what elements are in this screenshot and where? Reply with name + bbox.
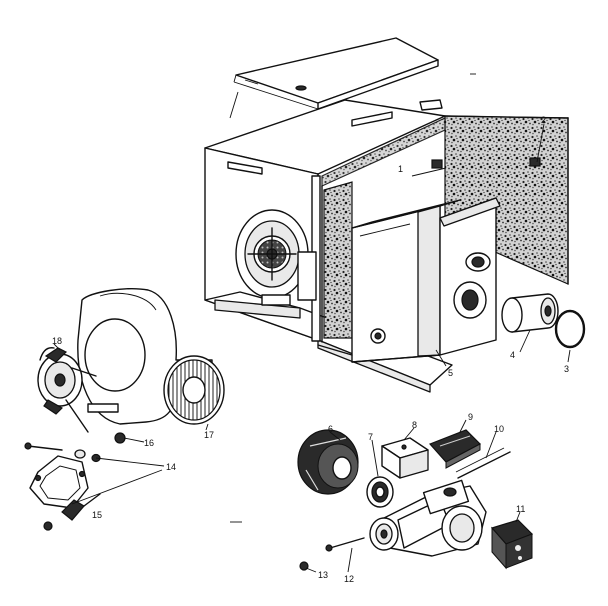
callout-2: 2 <box>541 115 546 125</box>
callout-leaders <box>53 91 571 573</box>
callout-4: 4 <box>510 350 515 360</box>
callout-9: 9 <box>468 412 473 422</box>
callout-11: 11 <box>516 504 525 514</box>
cabinet-top-panel <box>233 37 439 110</box>
motor-mount-kit <box>24 432 126 531</box>
callout-7: 7 <box>368 432 373 442</box>
callout-5: 5 <box>448 368 453 378</box>
callout-8: 8 <box>412 420 417 430</box>
callout-10: 10 <box>494 424 504 434</box>
callout-labels: 1 2 3 4 5 6 7 8 9 10 11 12 13 14 15 16 1… <box>52 115 569 584</box>
callout-15: 15 <box>92 510 102 520</box>
callout-18: 18 <box>52 336 62 346</box>
gasket-ring <box>554 309 586 349</box>
furnace-cabinet <box>204 99 569 393</box>
callout-14: 14 <box>166 462 176 472</box>
callout-16: 16 <box>144 438 154 448</box>
callout-13: 13 <box>318 570 328 580</box>
oil-burner-assembly <box>297 429 534 571</box>
callout-1: 1 <box>398 164 403 174</box>
burner-tube <box>501 293 559 333</box>
callout-12: 12 <box>344 574 354 584</box>
callout-17: 17 <box>204 430 214 440</box>
blower-assembly <box>37 288 225 433</box>
callout-3: 3 <box>564 364 569 374</box>
callout-6: 6 <box>328 424 333 434</box>
